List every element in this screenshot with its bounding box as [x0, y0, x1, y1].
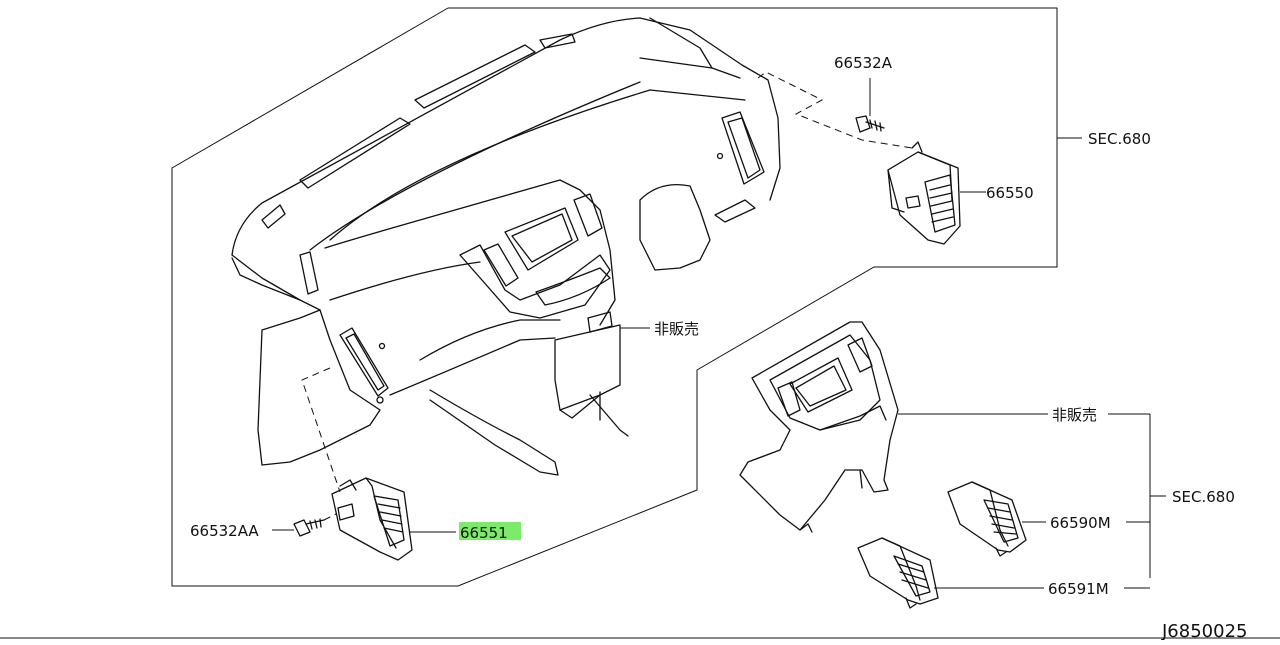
part-66532AA-screw — [293, 518, 325, 537]
drawing-id: J6850025 — [1161, 621, 1247, 640]
label-66532AA: 66532AA — [190, 522, 259, 540]
part-highlight — [459, 522, 521, 540]
label-66550: 66550 — [986, 184, 1034, 202]
leader-lines — [272, 71, 1166, 589]
label-66532A: 66532A — [834, 54, 893, 72]
instrument-panel-drawing — [231, 17, 781, 476]
label-sec680-top: SEC.680 — [1088, 130, 1151, 148]
label-66551[interactable]: 66551 — [460, 524, 508, 542]
part-66532A-screw — [855, 115, 885, 133]
part-66590M-vent — [947, 481, 1027, 557]
label-66590M: 66590M — [1050, 514, 1111, 532]
label-hihanbai-2: 非販売 — [1052, 406, 1097, 424]
center-cluster-drawing — [739, 321, 899, 533]
label-hihanbai-1: 非販売 — [654, 320, 699, 338]
part-66551-side-vent — [331, 477, 413, 561]
label-66591M: 66591M — [1048, 580, 1109, 598]
part-66591M-vent — [857, 537, 939, 609]
label-sec680-right: SEC.680 — [1172, 488, 1235, 506]
part-66550-side-vent — [887, 141, 961, 245]
labels: 66532A SEC.680 66550 非販売 非販売 SEC.680 665… — [190, 54, 1235, 598]
